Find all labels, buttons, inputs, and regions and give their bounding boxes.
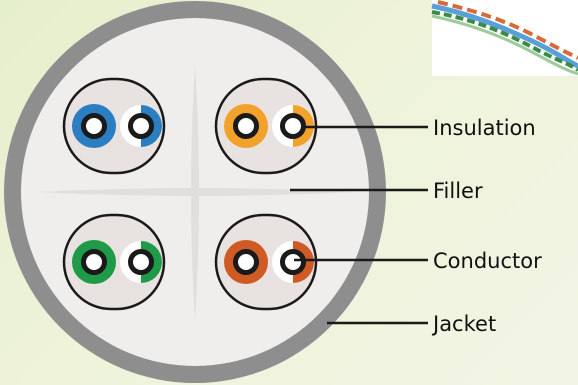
filler-label: Filler — [433, 179, 483, 203]
cable-photo-inset — [431, 0, 578, 76]
conductor-label: Conductor — [433, 249, 542, 273]
pair-green — [62, 213, 166, 311]
insulation-label: Insulation — [433, 116, 536, 140]
jacket-label: Jacket — [431, 312, 496, 336]
pair-orange — [214, 77, 318, 175]
pair-blue — [62, 77, 166, 175]
cross-filler — [36, 64, 356, 322]
pair-brown — [214, 213, 318, 311]
